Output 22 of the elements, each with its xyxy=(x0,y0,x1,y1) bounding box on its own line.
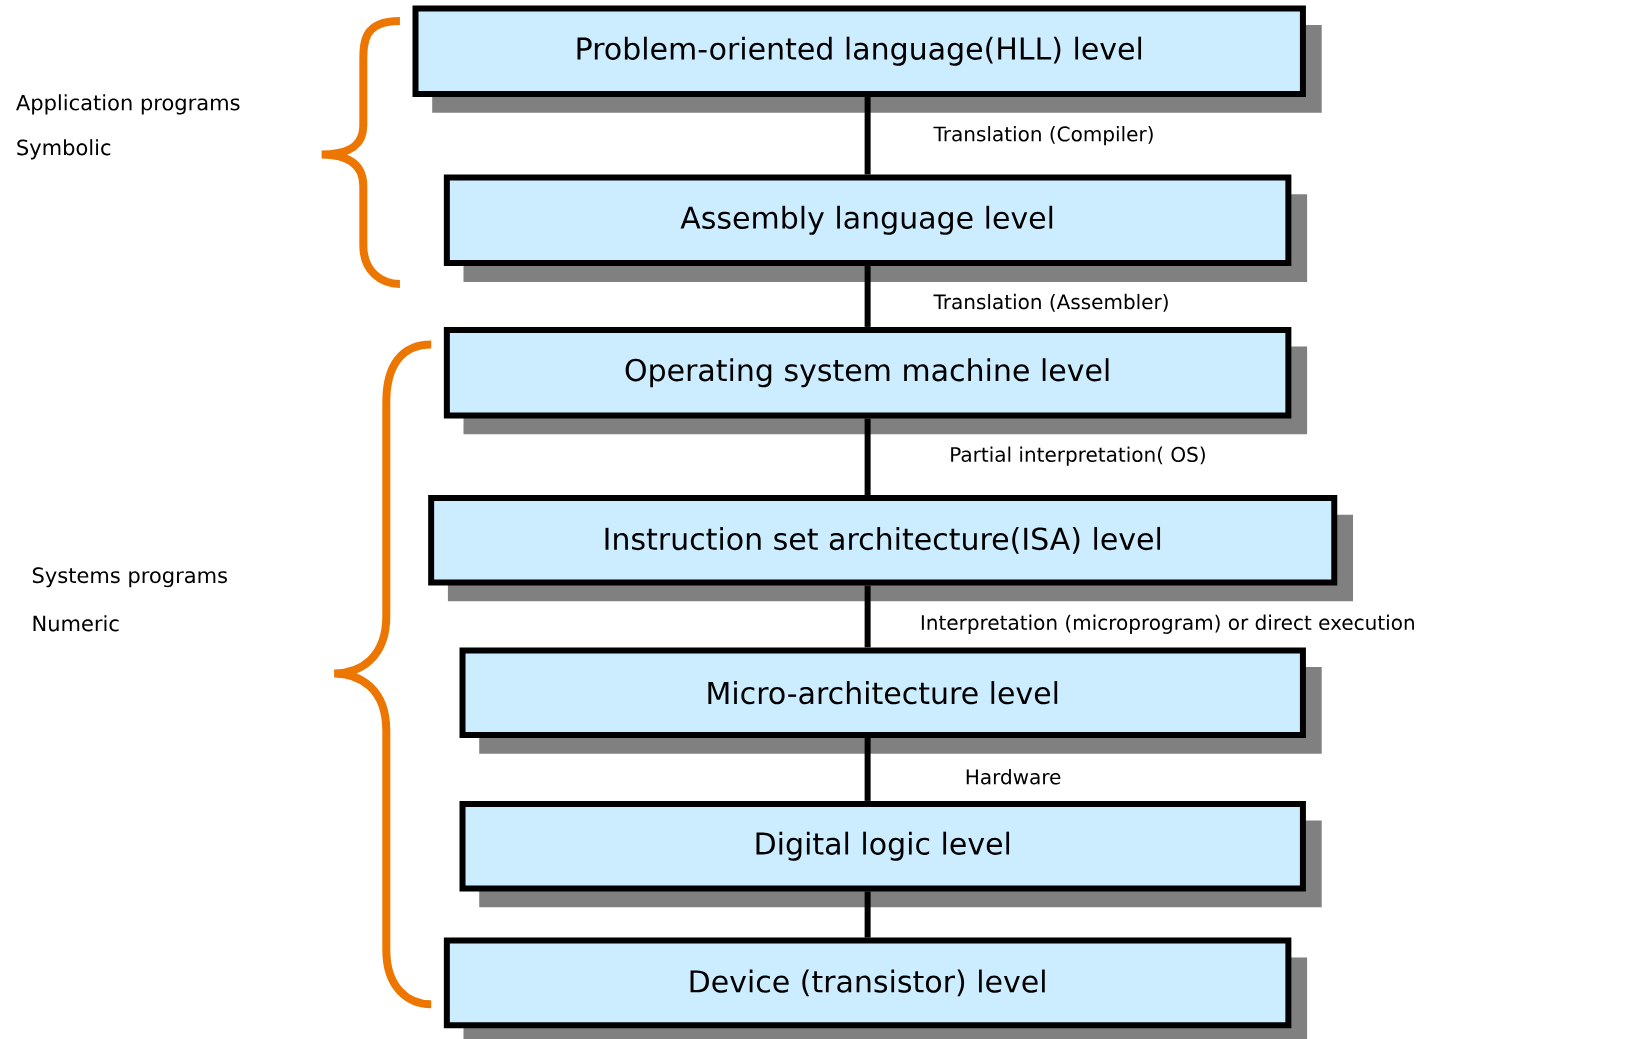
edge-label: Hardware xyxy=(966,768,1061,785)
group-label: Numeric xyxy=(33,615,119,632)
connector-line xyxy=(864,418,871,495)
level-box: Problem-oriented language(HLL) level xyxy=(412,5,1306,97)
level-box: Micro-architecture level xyxy=(459,647,1306,738)
connector-line xyxy=(864,266,871,327)
connector-line xyxy=(864,891,871,938)
level-box: Instruction set architecture(ISA) level xyxy=(428,495,1338,586)
level-box: Assembly language level xyxy=(443,174,1292,267)
edge-label: Interpretation (microprogram) or direct execution xyxy=(921,614,1414,634)
edge-label: Partial interpretation( OS) xyxy=(951,446,1205,466)
level-box: Device (transistor) level xyxy=(443,937,1292,1029)
edge-label: Translation (Compiler) xyxy=(933,126,1153,146)
level-box: Digital logic level xyxy=(459,800,1306,892)
group-label: Symbolic xyxy=(17,139,111,160)
connector-line xyxy=(864,585,871,648)
group-label: Application programs xyxy=(16,94,240,115)
connector-line xyxy=(864,738,871,801)
connector-line xyxy=(864,97,871,175)
edge-label: Translation (Assembler) xyxy=(933,293,1168,312)
group-label: Systems programs xyxy=(32,567,227,588)
level-box: Operating system machine level xyxy=(443,326,1292,419)
